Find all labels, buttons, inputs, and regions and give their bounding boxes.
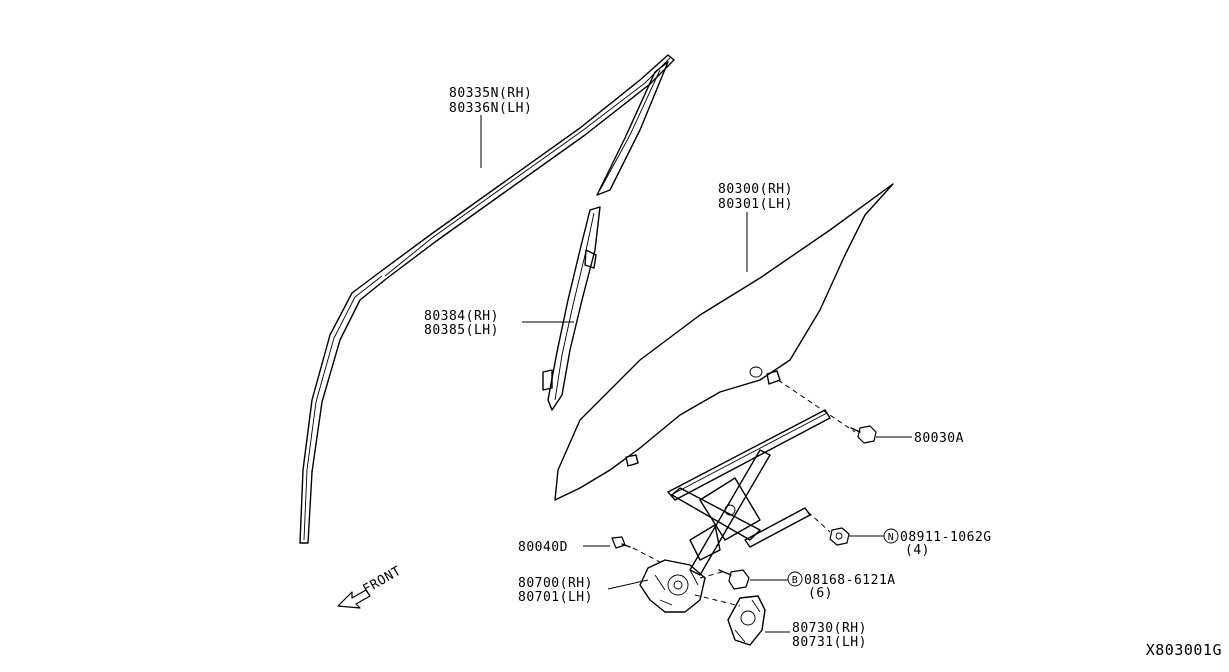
assembly-dash-lines — [632, 379, 856, 607]
regulator-base — [639, 559, 706, 613]
label-08168: 08168-6121A — [804, 573, 896, 588]
door-glass — [554, 183, 894, 501]
outer-sash-molding — [299, 54, 675, 544]
label-80301: 80301(LH) — [718, 197, 793, 212]
leader-lines — [480, 115, 912, 633]
window-regulator — [667, 409, 831, 576]
bolt-80040d — [611, 536, 631, 549]
bolt-symbol-circle — [787, 571, 803, 587]
callout-regulator: 80700(RH) 80701(LH) — [518, 576, 593, 605]
rear-sash-channel — [542, 206, 601, 411]
nut-08911 — [829, 527, 850, 546]
nut-symbol-circle — [883, 528, 899, 544]
callout-sash-outer: 80335N(RH) 80336N(LH) — [449, 86, 532, 116]
bolt-symbol: B — [792, 575, 799, 586]
diagram-id: X803001G — [1146, 641, 1222, 659]
label-80300: 80300(RH) — [718, 182, 793, 197]
bolt-08168 — [718, 569, 750, 590]
label-80385: 80385(LH) — [424, 323, 499, 338]
callout-bolt-right: B 08168-6121A (6) — [787, 571, 896, 601]
callout-sash-rear: 80384(RH) 80385(LH) — [424, 309, 499, 338]
label-80336n: 80336N(LH) — [449, 101, 532, 116]
bolt-80030a — [850, 425, 877, 444]
nut-symbol: N — [888, 532, 895, 543]
front-label: FRONT — [361, 564, 405, 598]
label-08911: 08911-1062G — [900, 530, 992, 545]
label-nut-qty: (4) — [905, 543, 930, 558]
label-80335n: 80335N(RH) — [449, 86, 532, 101]
label-80701: 80701(LH) — [518, 590, 593, 605]
callout-motor: 80730(RH) 80731(LH) — [792, 621, 867, 650]
label-80384: 80384(RH) — [424, 309, 499, 324]
label-80040d: 80040D — [518, 540, 568, 555]
callout-nut: N 08911-1062G (4) — [883, 528, 992, 558]
label-80030a: 80030A — [914, 431, 964, 446]
label-80700: 80700(RH) — [518, 576, 593, 591]
callout-glass: 80300(RH) 80301(LH) — [718, 182, 793, 212]
label-bolt-qty: (6) — [808, 586, 833, 601]
label-80730: 80730(RH) — [792, 621, 867, 636]
regulator-motor — [727, 595, 766, 646]
label-80731: 80731(LH) — [792, 635, 867, 650]
front-indicator: FRONT — [337, 564, 405, 609]
front-arrow-icon — [337, 589, 371, 609]
